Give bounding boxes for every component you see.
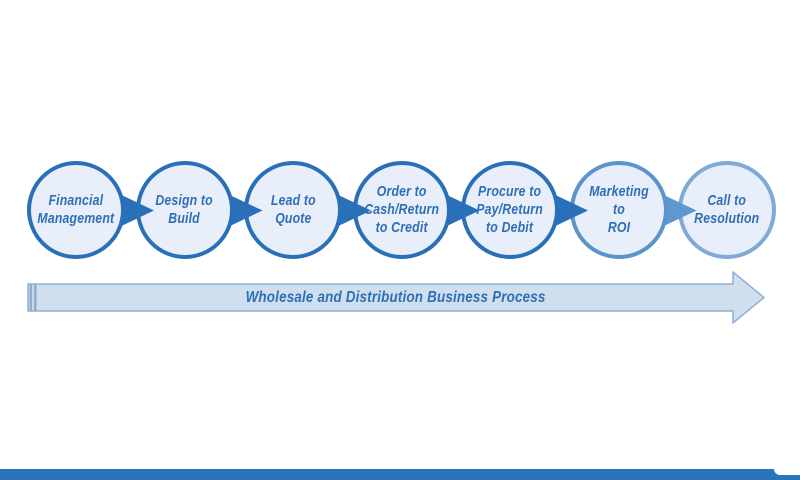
- process-step-label: Financial Management: [37, 191, 115, 227]
- process-step-label: Marketing to ROI: [588, 182, 649, 237]
- process-step-circle: Marketing to ROI: [569, 161, 668, 259]
- banner-arrow-shape: [27, 271, 765, 324]
- process-step-circle: Financial Management: [27, 161, 125, 259]
- process-step-circle: Design to Build: [135, 161, 234, 259]
- process-step-label: Order to Cash/Return to Credit: [364, 182, 439, 237]
- process-step-label: Lead to Quote: [270, 191, 316, 227]
- banner-tail-stripe: [34, 284, 37, 311]
- process-step-circle: Order to Cash/Return to Credit: [352, 161, 451, 259]
- process-banner-arrow: [27, 271, 765, 324]
- process-step-label: Design to Build: [155, 191, 214, 227]
- process-step-label: Procure to Pay/Return to Debit: [476, 182, 544, 237]
- bottom-bar-rounded-notch: [774, 469, 800, 475]
- bottom-accent-bar: [0, 469, 800, 480]
- banner-tail-stripe: [29, 284, 33, 311]
- process-flow: Financial Management Design to Build Lead …: [27, 161, 776, 259]
- process-step-label: Call to Resolution: [694, 191, 760, 227]
